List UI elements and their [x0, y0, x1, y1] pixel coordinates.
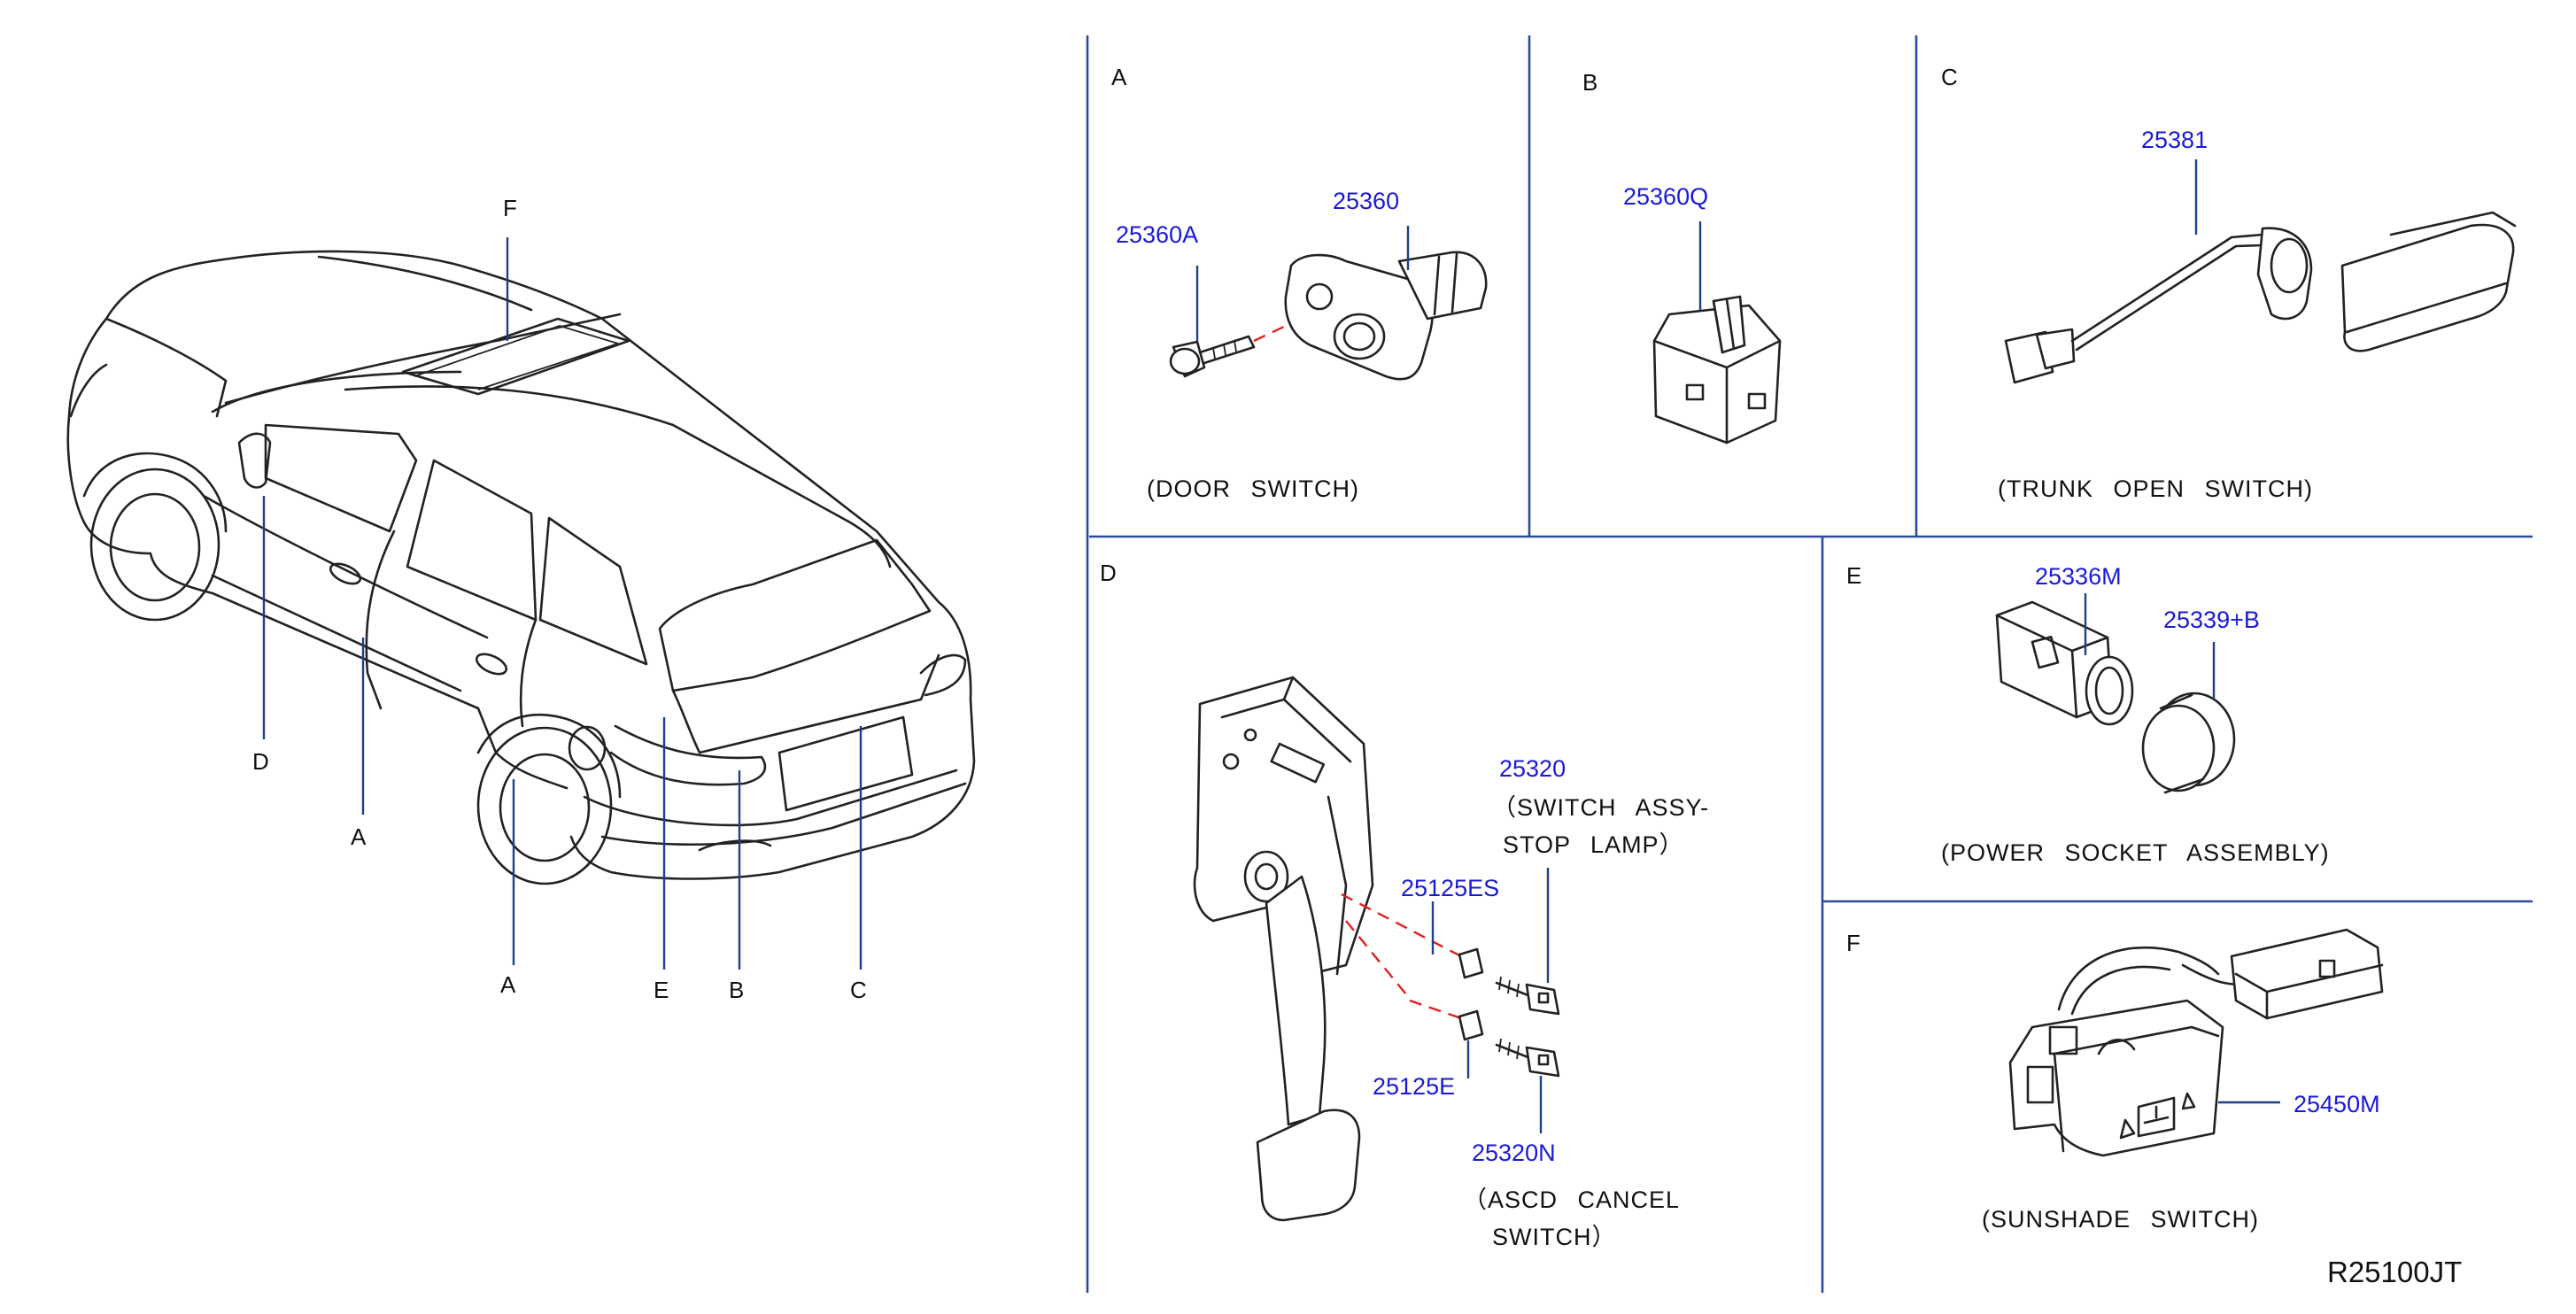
panel-c-letter: C — [1941, 64, 1958, 90]
panel-a-letter: A — [1111, 64, 1127, 90]
caption-sunshade-switch: (SUNSHADE SWITCH) — [1982, 1206, 2259, 1233]
panel-d-letter: D — [1100, 560, 1117, 586]
part-number-25360: 25360 — [1333, 188, 1400, 214]
caption-trunk-open-switch: (TRUNK OPEN SWITCH) — [1998, 475, 2313, 502]
switch-b-illustration — [1652, 221, 1782, 444]
sunshade-switch-illustration — [2008, 928, 2384, 1157]
vehicle-leaders — [262, 237, 863, 970]
part-number-25336m: 25336M — [2035, 563, 2122, 590]
part-number-25360a: 25360A — [1116, 221, 1199, 248]
vehicle-illustration — [66, 250, 976, 885]
callout-d: D — [252, 748, 269, 775]
brake-pedal-illustration — [1193, 676, 1560, 1222]
part-number-25360q: 25360Q — [1623, 183, 1709, 210]
diagram-code: R25100JT — [2327, 1256, 2463, 1288]
panel-e-letter: E — [1846, 562, 1862, 589]
part-number-25125e: 25125E — [1373, 1073, 1456, 1100]
power-socket-illustration — [1995, 593, 2236, 794]
caption-switch-assy-2: STOP LAMP） — [1503, 831, 1684, 858]
caption-power-socket-assembly: (POWER SOCKET ASSEMBLY) — [1941, 839, 2330, 866]
panel-f-letter: F — [1846, 930, 1860, 956]
callout-a-lower: A — [500, 971, 516, 998]
part-number-25320: 25320 — [1499, 755, 1566, 782]
panel-b-letter: B — [1582, 69, 1598, 96]
part-number-25125es: 25125ES — [1401, 875, 1500, 901]
caption-ascd-cancel-2: SWITCH） — [1492, 1224, 1617, 1250]
callout-e: E — [654, 977, 669, 1003]
callout-a-upper: A — [351, 823, 367, 850]
caption-ascd-cancel-1: （ASCD CANCEL — [1463, 1186, 1681, 1213]
part-number-25339b: 25339+B — [2163, 607, 2260, 633]
callout-c: C — [850, 977, 867, 1003]
callout-f: F — [503, 195, 517, 221]
part-number-25381: 25381 — [2141, 127, 2209, 153]
part-number-25450m: 25450M — [2294, 1091, 2380, 1117]
trunk-switch-illustration — [2004, 159, 2517, 384]
panel-dividers — [1086, 35, 2533, 1293]
callout-b: B — [729, 977, 745, 1003]
door-switch-illustration — [1169, 226, 1488, 381]
caption-door-switch: (DOOR SWITCH) — [1147, 475, 1359, 502]
part-number-25320n: 25320N — [1472, 1140, 1556, 1166]
caption-switch-assy-1: （SWITCH ASSY- — [1492, 794, 1710, 821]
